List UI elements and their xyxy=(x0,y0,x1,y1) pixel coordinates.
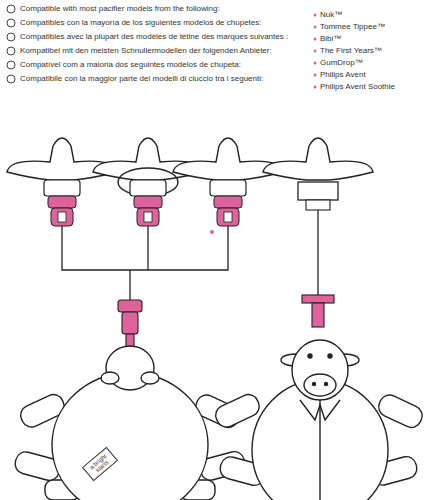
brand-name: Nuk™ xyxy=(320,10,342,20)
compatibility-note: Compatível com a maioria dos seguintes m… xyxy=(20,60,241,70)
plush-toy-front xyxy=(212,340,425,500)
brand-name: Philips Avent xyxy=(320,70,366,80)
toy-clip xyxy=(118,295,334,348)
compatibility-note: Compatibles avec la plupart des modèles … xyxy=(20,32,288,42)
compatibility-note: Kompatibel mit den meisten Schnullermode… xyxy=(20,46,272,56)
brand-name: Bibi™ xyxy=(320,34,341,44)
brand-name: GumDrop™ xyxy=(320,58,363,68)
tether-line xyxy=(62,210,318,300)
compatibility-note: Compatible with most pacifier models fro… xyxy=(20,4,220,14)
brand-name: Tommee Tippee™ xyxy=(320,22,385,32)
brand-name: The First Years™ xyxy=(320,46,382,56)
compatibility-note: Compatibles con la mayoría de los siguie… xyxy=(20,18,261,28)
bullet xyxy=(314,14,317,89)
language-marker xyxy=(7,5,15,83)
plush-toy-back xyxy=(13,346,247,500)
compatibility-note: Compatibile con la maggior parte dei mod… xyxy=(20,74,263,84)
brand-name: Philips Avent Soothie xyxy=(320,82,395,92)
